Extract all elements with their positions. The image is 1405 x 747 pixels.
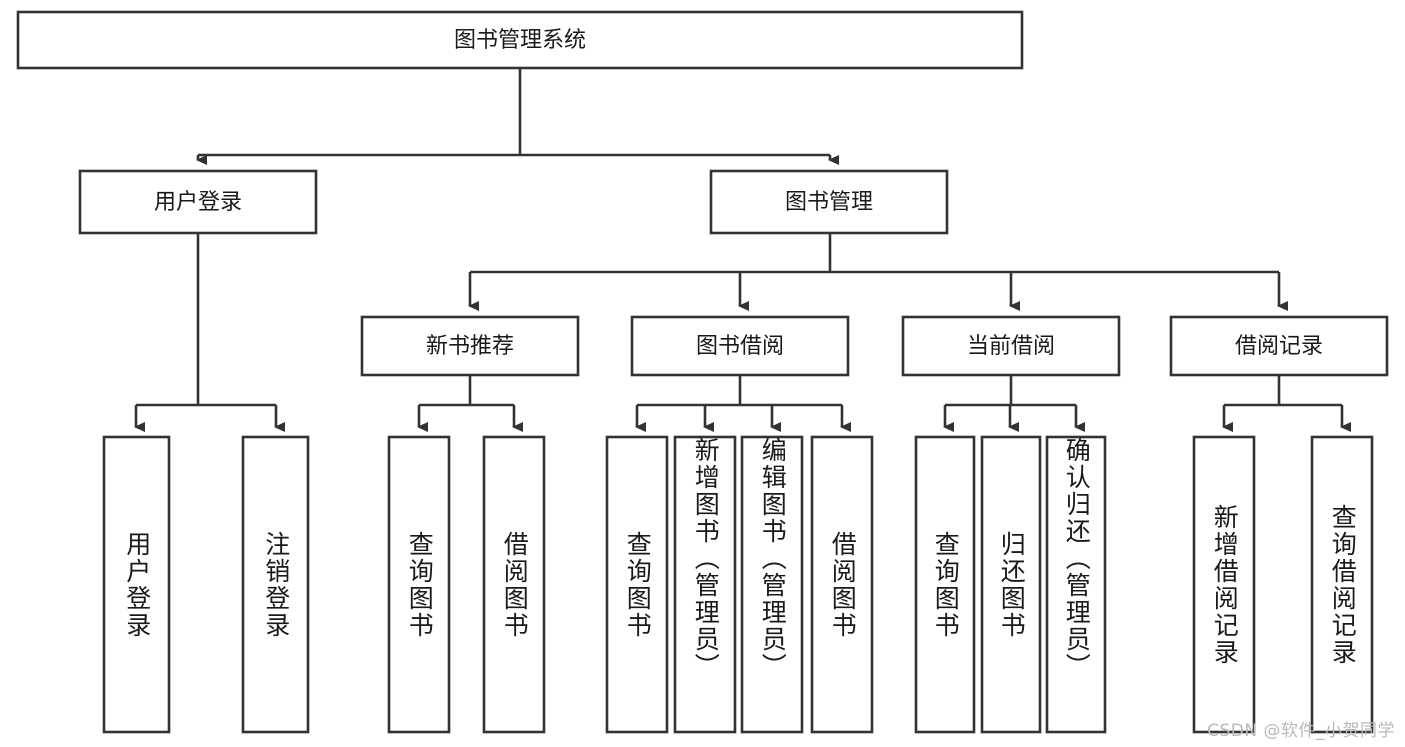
leaf-box-confirm-return[interactable] [1045,435,1107,734]
connector-currentborrow-to-leaves [943,375,1085,432]
leaf-box-query-book-2[interactable] [605,435,669,734]
node-user-login[interactable]: 用户登录 [78,169,318,235]
connector-newbook-to-leaves [417,375,523,432]
connector-userlogin-to-leaves [134,233,285,432]
leaf-box-borrow-book-2[interactable] [810,435,874,734]
node-book-management-label: 图书管理 [785,190,873,215]
node-book-borrow-label: 图书借阅 [696,334,784,359]
connector-borrowrecord-to-leaves [1222,375,1351,432]
leaf-box-query-borrow-record[interactable] [1310,435,1374,734]
leaf-box-return-book[interactable] [980,435,1042,734]
leaf-box-query-book-3[interactable] [914,435,976,734]
node-new-book-recommend-label: 新书推荐 [426,334,514,359]
leaf-box-logout[interactable] [241,435,310,734]
node-borrow-record[interactable]: 借阅记录 [1169,315,1389,377]
connector-root-to-level1 [196,68,839,165]
leaf-box-edit-book[interactable] [740,435,804,734]
node-user-login-label: 用户登录 [154,190,242,215]
leaf-box-user-login[interactable] [102,435,171,734]
node-root[interactable]: 图书管理系统 [16,10,1024,70]
leaf-boxes [102,435,1374,734]
leaf-box-borrow-book-1[interactable] [482,435,546,734]
leaf-box-add-borrow-record[interactable] [1192,435,1256,734]
connector-bookmgmt-to-level2 [468,233,1288,311]
leaf-box-query-book-1[interactable] [387,435,451,734]
node-root-label: 图书管理系统 [454,28,586,53]
node-new-book-recommend[interactable]: 新书推荐 [360,315,580,377]
connector-bookborrow-to-leaves [635,375,851,432]
watermark-text: CSDN @软件_小贺同学 [1207,721,1395,741]
node-current-borrow[interactable]: 当前借阅 [901,315,1121,377]
node-book-borrow[interactable]: 图书借阅 [630,315,850,377]
leaf-box-add-book[interactable] [673,435,737,734]
node-current-borrow-label: 当前借阅 [967,334,1055,359]
node-book-management[interactable]: 图书管理 [709,169,949,235]
node-borrow-record-label: 借阅记录 [1235,334,1323,359]
